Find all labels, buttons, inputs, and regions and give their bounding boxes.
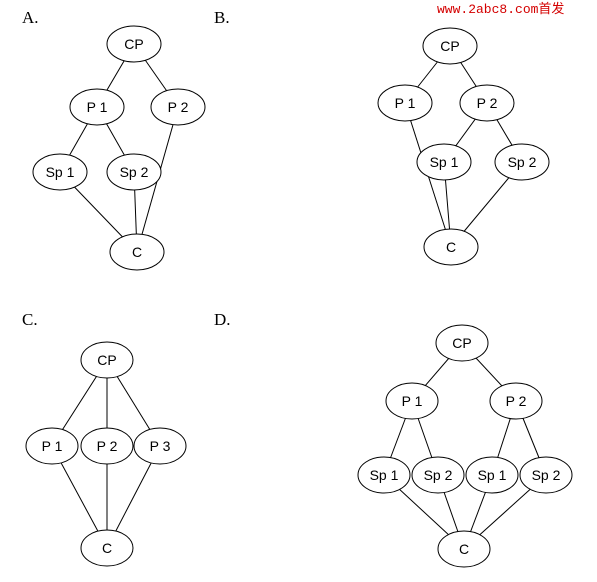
node-p3: P 3 <box>133 427 187 465</box>
node-p1: P 1 <box>25 427 79 465</box>
node-ellipse <box>459 84 515 122</box>
panel-label: C. <box>22 310 38 329</box>
node-c: C <box>80 529 134 567</box>
node-label: Sp 2 <box>532 467 561 483</box>
panel-c: C. CP P 1 P 2 P 3 C <box>22 310 187 567</box>
node-sp2: Sp 2 <box>494 143 550 181</box>
panel-label: B. <box>214 8 230 27</box>
node-ellipse <box>437 530 491 568</box>
node-label: P 2 <box>506 393 527 409</box>
node-ellipse <box>422 27 478 65</box>
node-label: P 2 <box>477 95 498 111</box>
node-label: Sp 2 <box>424 467 453 483</box>
node-cp: CP <box>80 341 134 379</box>
node-sp2a: Sp 2 <box>411 456 465 494</box>
node-sp1b: Sp 1 <box>465 456 519 494</box>
node-ellipse <box>519 456 573 494</box>
node-label: CP <box>97 352 116 368</box>
node-label: CP <box>124 36 143 52</box>
node-ellipse <box>109 233 165 271</box>
node-ellipse <box>357 456 411 494</box>
panel-b: B. CP P 1 P 2 Sp 1 Sp 2 C <box>214 8 550 266</box>
node-label: C <box>459 541 469 557</box>
panel-label: A. <box>22 8 39 27</box>
node-ellipse <box>106 153 162 191</box>
node-cp: CP <box>106 25 162 63</box>
node-ellipse <box>411 456 465 494</box>
node-p1: P 1 <box>69 88 125 126</box>
node-ellipse <box>377 84 433 122</box>
node-label: P 2 <box>97 438 118 454</box>
node-sp1: Sp 1 <box>32 153 88 191</box>
node-ellipse <box>80 341 134 379</box>
node-label: CP <box>452 335 471 351</box>
node-label: P 1 <box>402 393 423 409</box>
node-label: Sp 1 <box>370 467 399 483</box>
node-p1: P 1 <box>385 382 439 420</box>
node-label: Sp 1 <box>478 467 507 483</box>
node-label: Sp 2 <box>120 164 149 180</box>
node-ellipse <box>106 25 162 63</box>
node-c: C <box>109 233 165 271</box>
panel-label: D. <box>214 310 231 329</box>
node-sp2b: Sp 2 <box>519 456 573 494</box>
node-label: Sp 1 <box>46 164 75 180</box>
node-ellipse <box>80 529 134 567</box>
node-ellipse <box>494 143 550 181</box>
panel-d: D. CP P 1 P 2 Sp 1 Sp 2 Sp 1 Sp 2 C <box>214 310 573 568</box>
node-label: P 3 <box>150 438 171 454</box>
node-label: P 2 <box>168 99 189 115</box>
node-ellipse <box>133 427 187 465</box>
node-ellipse <box>489 382 543 420</box>
node-sp1: Sp 1 <box>416 143 472 181</box>
node-label: Sp 1 <box>430 154 459 170</box>
node-ellipse <box>32 153 88 191</box>
node-c: C <box>423 228 479 266</box>
panel-a: A. CP P 1 P 2 Sp 1 Sp 2 C <box>22 8 206 271</box>
node-label: C <box>102 540 112 556</box>
node-ellipse <box>25 427 79 465</box>
node-label: P 1 <box>87 99 108 115</box>
node-cp: CP <box>435 324 489 362</box>
node-ellipse <box>465 456 519 494</box>
node-ellipse <box>69 88 125 126</box>
node-label: P 1 <box>395 95 416 111</box>
node-p2: P 2 <box>150 88 206 126</box>
node-p2: P 2 <box>80 427 134 465</box>
node-ellipse <box>385 382 439 420</box>
node-ellipse <box>423 228 479 266</box>
node-c: C <box>437 530 491 568</box>
node-ellipse <box>435 324 489 362</box>
node-p2: P 2 <box>459 84 515 122</box>
node-ellipse <box>80 427 134 465</box>
node-label: CP <box>440 38 459 54</box>
node-ellipse <box>416 143 472 181</box>
node-p1: P 1 <box>377 84 433 122</box>
node-p2: P 2 <box>489 382 543 420</box>
node-ellipse <box>150 88 206 126</box>
node-sp1a: Sp 1 <box>357 456 411 494</box>
watermark-text: www.2abc8.com首发 <box>437 1 564 17</box>
node-label: C <box>132 244 142 260</box>
node-label: Sp 2 <box>508 154 537 170</box>
node-sp2: Sp 2 <box>106 153 162 191</box>
node-label: P 1 <box>42 438 63 454</box>
node-cp: CP <box>422 27 478 65</box>
node-label: C <box>446 239 456 255</box>
